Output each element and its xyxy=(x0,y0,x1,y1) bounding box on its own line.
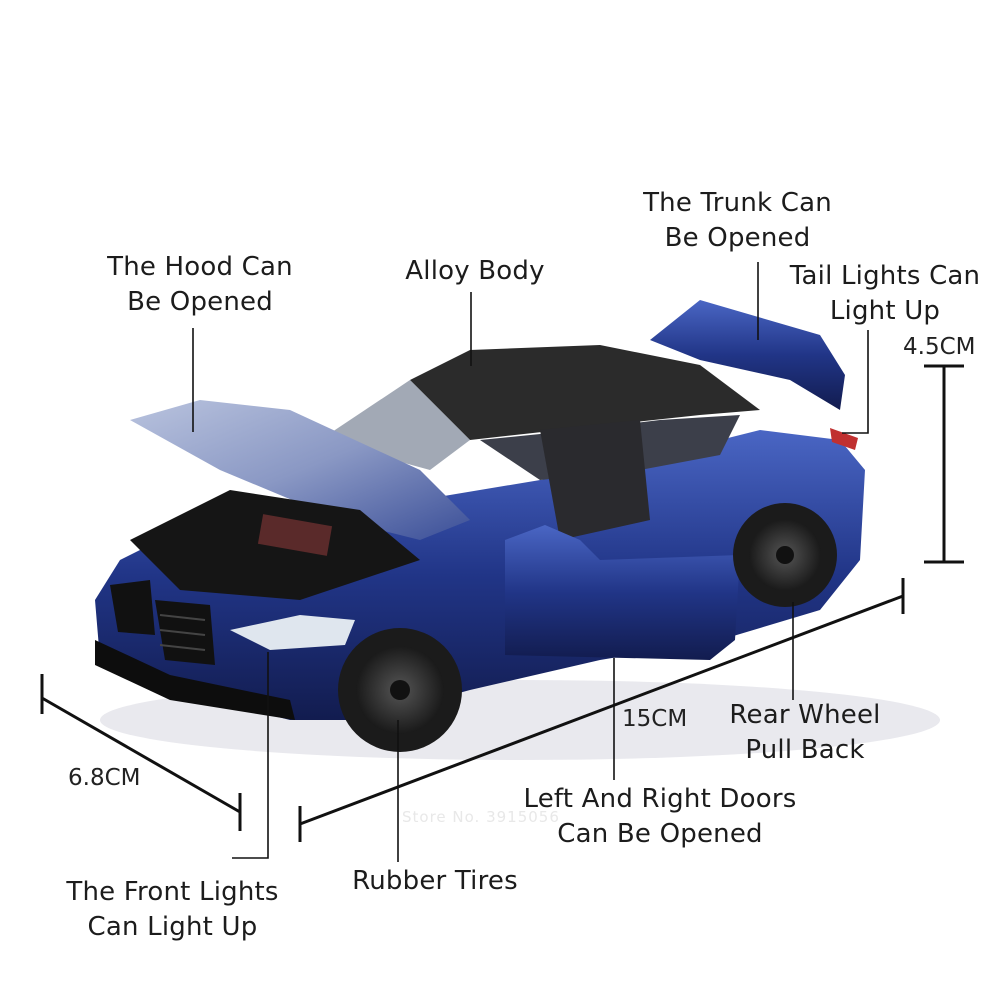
callout-front-lights: The Front Lights Can Light Up xyxy=(66,877,279,942)
car-hood xyxy=(130,400,470,540)
car-trunk-lid xyxy=(650,300,845,410)
width-dimension xyxy=(40,674,242,831)
height-label: 4.5CM xyxy=(903,334,976,360)
callout-doors: Left And Right Doors Can Be Opened xyxy=(523,784,797,849)
car-bumper xyxy=(95,640,295,720)
car-grille xyxy=(110,580,215,665)
width-label: 6.8CM xyxy=(68,765,141,791)
callout-trunk: The Trunk Can Be Opened xyxy=(643,188,832,253)
car-door xyxy=(505,525,740,660)
car-engine-cover xyxy=(257,514,333,556)
front-wheel xyxy=(338,628,462,752)
callout-lines xyxy=(192,262,869,862)
callout-tail-lights: Tail Lights Can Light Up xyxy=(789,261,981,326)
callout-hood: The Hood Can Be Opened xyxy=(107,252,293,317)
car-headlight xyxy=(230,615,355,650)
length-label: 15CM xyxy=(622,706,688,732)
callout-alloy-body: Alloy Body xyxy=(405,256,545,286)
car-tail-light xyxy=(830,428,858,450)
car-roof xyxy=(410,345,760,440)
length-dimension xyxy=(298,578,905,842)
height-dimension xyxy=(924,364,964,564)
store-watermark: Store No. 3915056 xyxy=(402,808,560,826)
callout-tires: Rubber Tires xyxy=(352,866,518,896)
car-interior xyxy=(540,420,650,540)
callout-rear-wheel: Rear Wheel Pull Back xyxy=(729,700,881,765)
rear-wheel xyxy=(733,503,837,607)
